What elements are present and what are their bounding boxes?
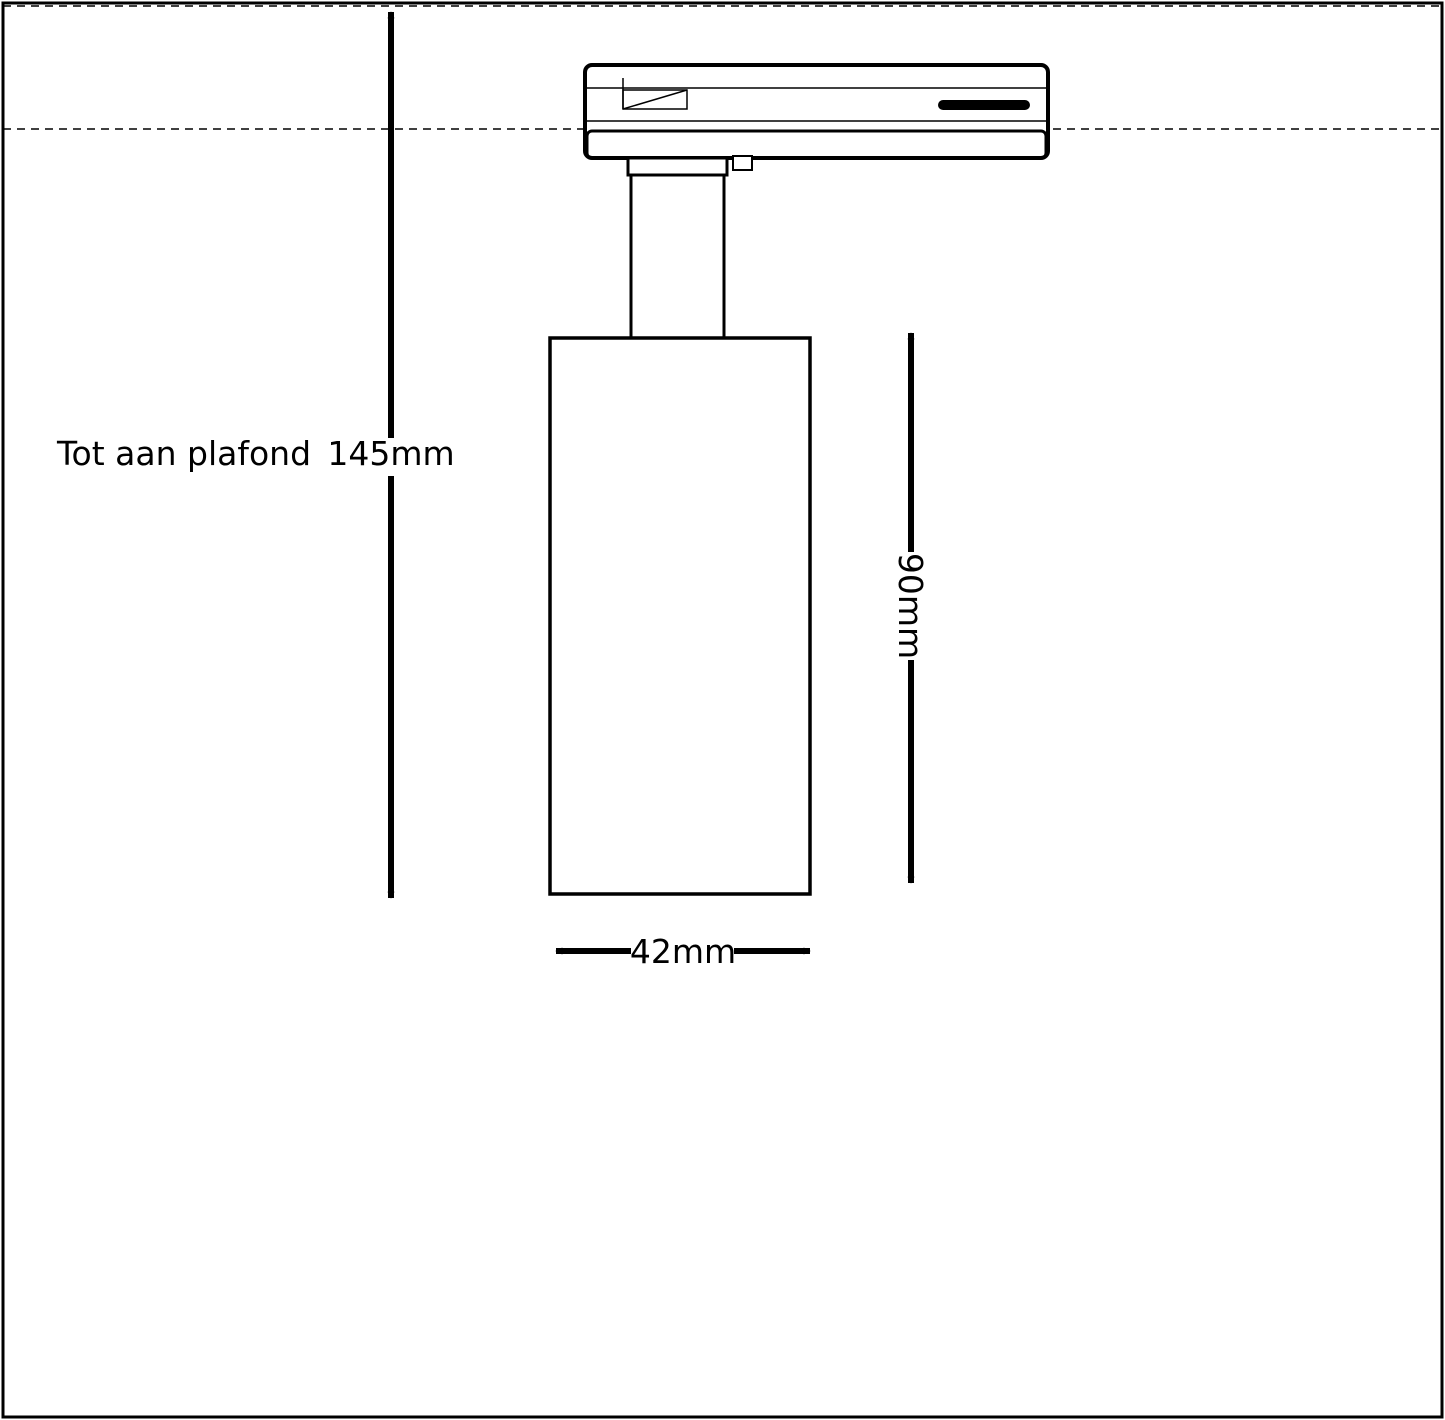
total-height-dimension: 145mm Tot aan plafond <box>56 11 455 899</box>
stem <box>629 176 726 338</box>
body-width-label: 42mm <box>630 932 736 971</box>
ceiling-note-label: Tot aan plafond <box>56 434 311 473</box>
adapter-coupling <box>626 155 753 177</box>
body-height-label: 90mm <box>891 553 930 659</box>
lamp-body <box>548 336 812 896</box>
body-width-dimension: 42mm <box>555 932 811 971</box>
total-height-label: 145mm <box>327 434 454 473</box>
release-lever <box>938 100 1030 110</box>
track-adapter <box>583 63 1050 160</box>
body-height-dimension: 90mm <box>891 332 930 884</box>
